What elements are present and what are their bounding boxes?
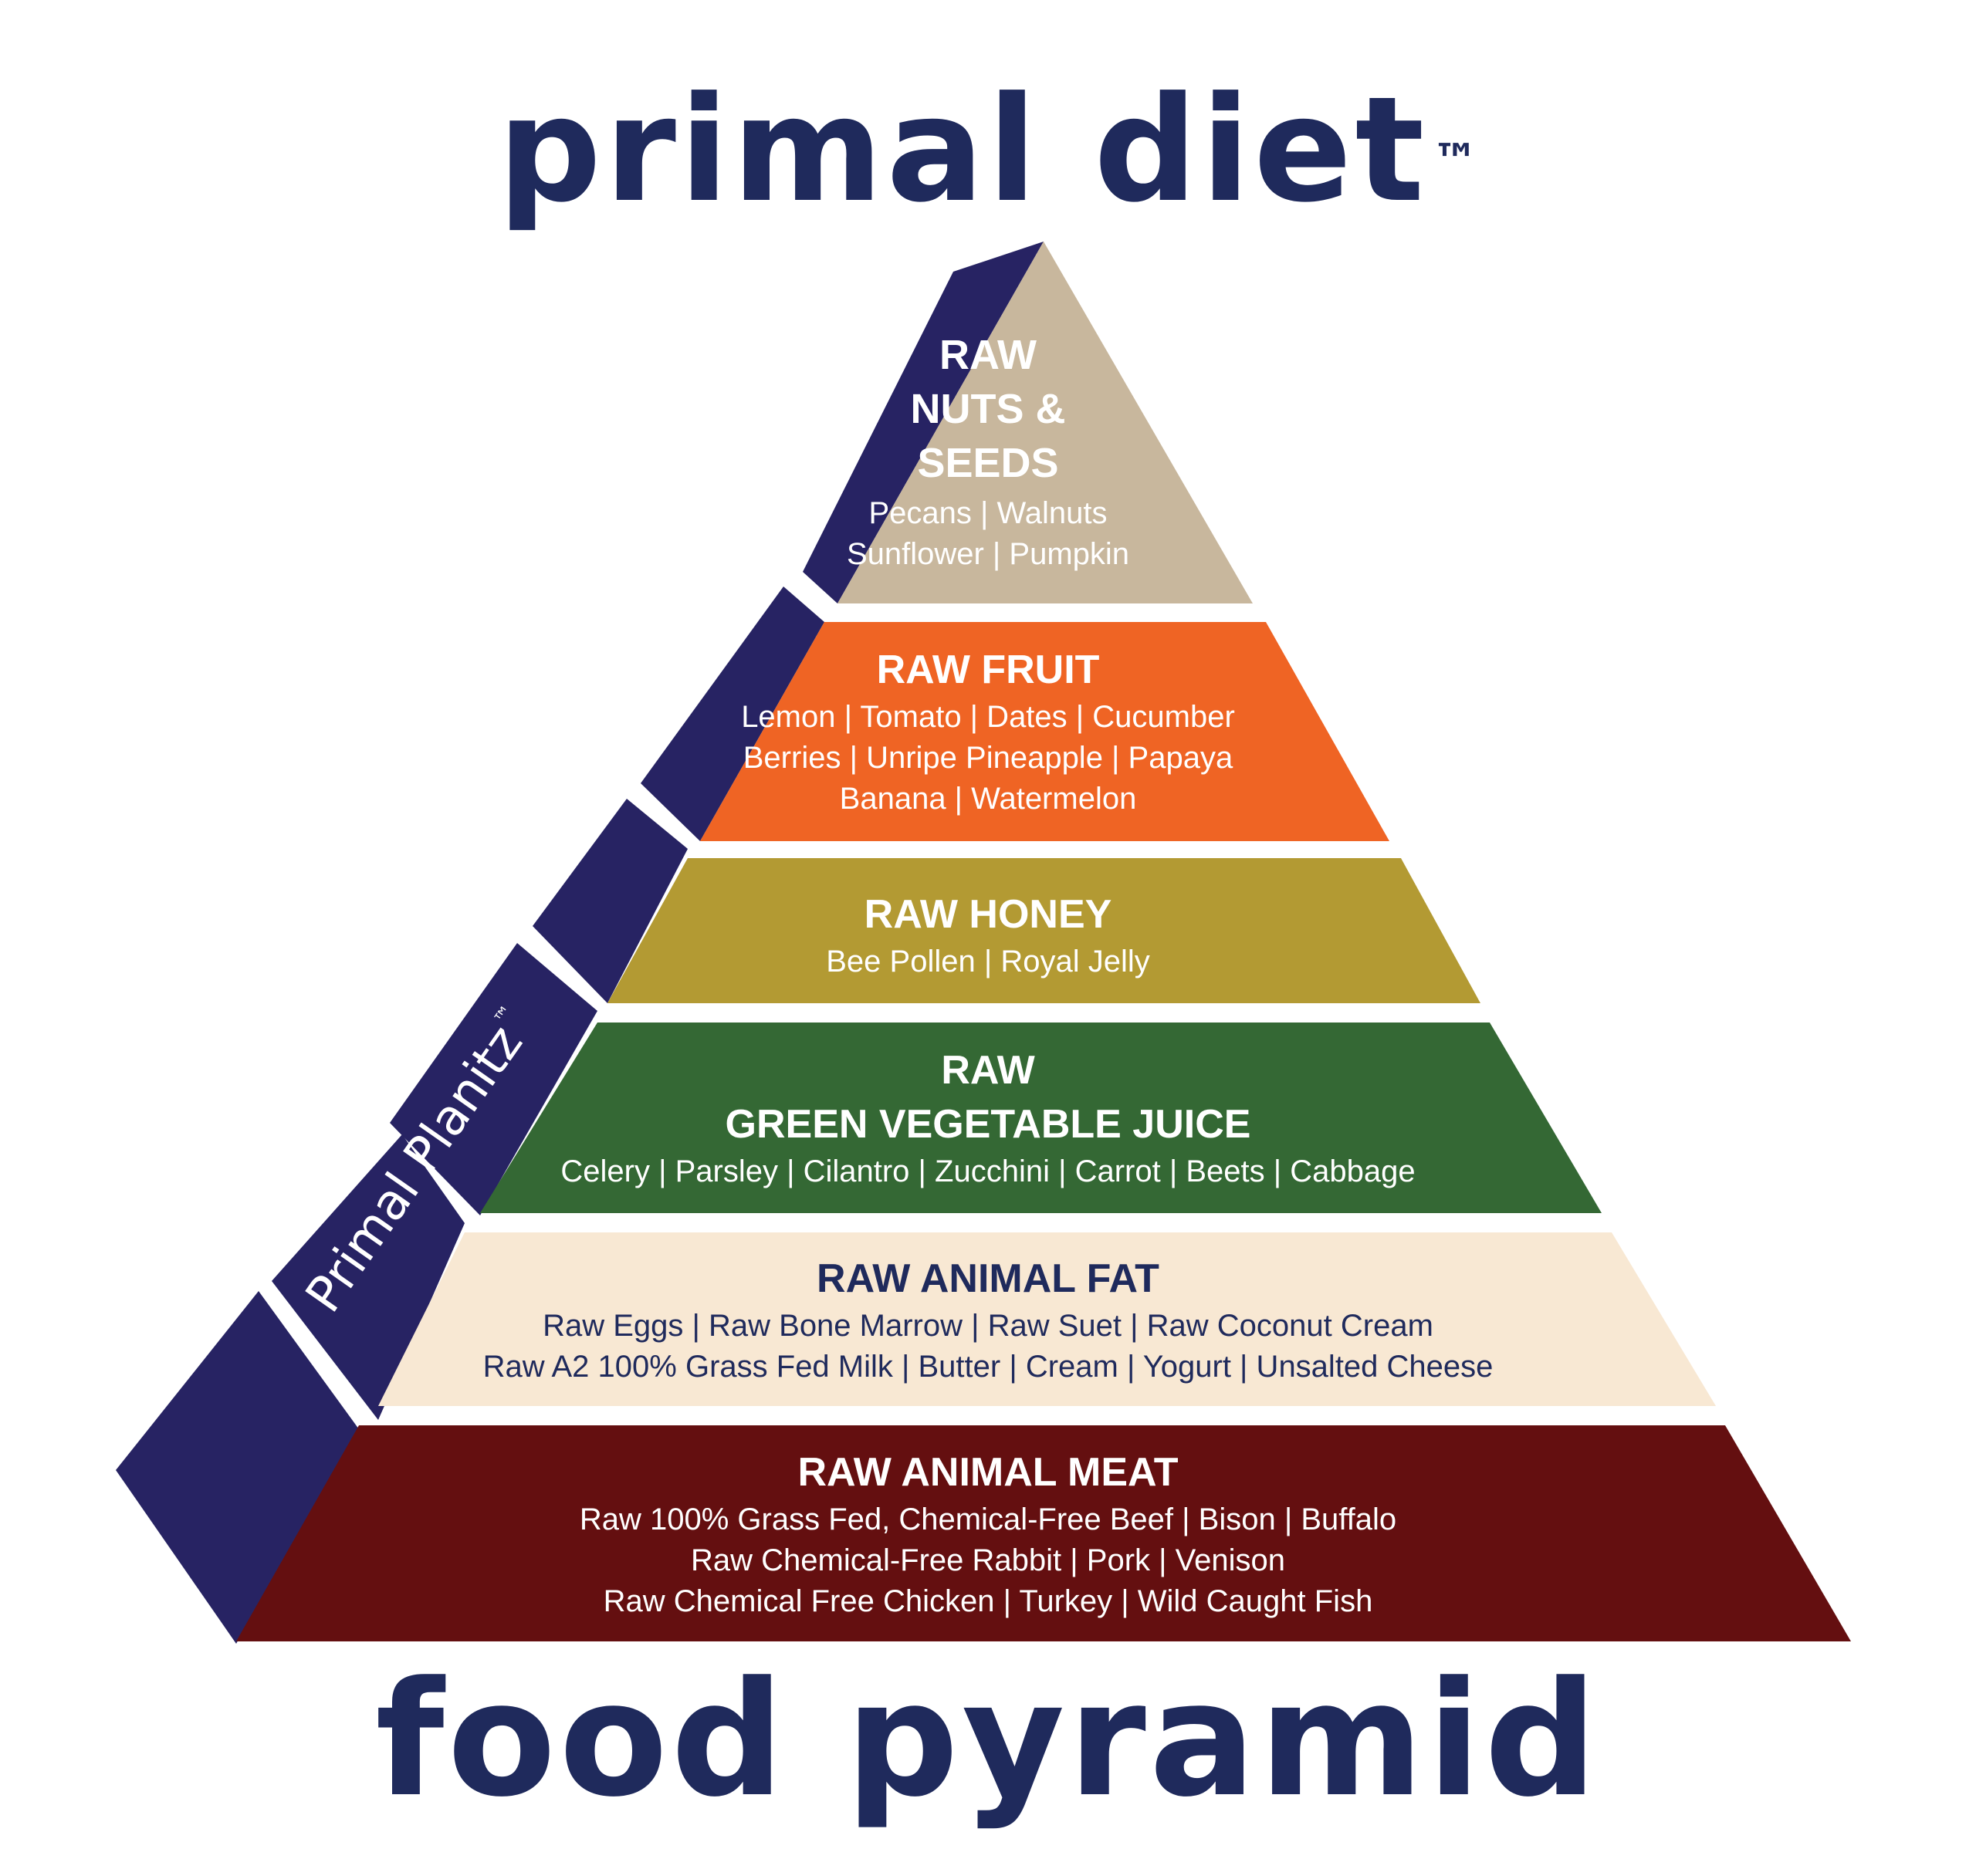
tier-item-line: Bee Pollen | Royal Jelly bbox=[826, 945, 1150, 979]
tier-heading-line: RAW ANIMAL MEAT bbox=[797, 1450, 1179, 1495]
footer-title: food pyramid bbox=[375, 1648, 1601, 1832]
tier-item-line: Pecans | Walnuts bbox=[868, 496, 1108, 530]
tier-animal-meat bbox=[236, 1425, 1851, 1641]
tier-item-line: Raw Chemical-Free Rabbit | Pork | Veniso… bbox=[691, 1543, 1285, 1577]
tier-green-juice bbox=[480, 1023, 1602, 1213]
tier-heading-line: RAW HONEY bbox=[864, 892, 1112, 937]
tier-item-line: Berries | Unripe Pineapple | Papaya bbox=[743, 741, 1233, 775]
tier-heading-line: RAW bbox=[939, 332, 1037, 378]
band-segment-4 bbox=[390, 943, 597, 1215]
tier-item-line: Lemon | Tomato | Dates | Cucumber bbox=[741, 700, 1235, 734]
tier-animal-fat-text: RAW ANIMAL FAT Raw Eggs | Raw Bone Marro… bbox=[0, 1252, 1976, 1388]
tier-item-line: Banana | Watermelon bbox=[839, 782, 1137, 816]
band-segment-3 bbox=[533, 799, 688, 1003]
tier-item-line: Raw A2 100% Grass Fed Milk | Butter | Cr… bbox=[482, 1350, 1494, 1384]
band-segment-1 bbox=[803, 242, 1044, 603]
tier-item-line: Sunflower | Pumpkin bbox=[846, 537, 1130, 571]
band-segment-6 bbox=[116, 1291, 359, 1644]
tier-green-juice-text: RAW GREEN VEGETABLE JUICE Celery | Parsl… bbox=[0, 1043, 1976, 1192]
tier-heading-line: SEEDS bbox=[917, 440, 1059, 486]
tier-honey-text: RAW HONEY Bee Pollen | Royal Jelly bbox=[0, 887, 1976, 982]
tier-nuts-seeds-text: RAW NUTS & SEEDS Pecans | Walnuts Sunflo… bbox=[0, 328, 1976, 575]
tier-heading-line: RAW ANIMAL FAT bbox=[817, 1256, 1159, 1301]
tier-heading-line: NUTS & bbox=[910, 386, 1066, 432]
header-title-text: primal diet bbox=[497, 66, 1428, 235]
tier-heading-line: RAW FRUIT bbox=[876, 647, 1100, 692]
band-segment-2 bbox=[641, 586, 824, 841]
tier-item-line: Raw Eggs | Raw Bone Marrow | Raw Suet | … bbox=[543, 1309, 1433, 1343]
tier-item-line: Raw 100% Grass Fed, Chemical-Free Beef |… bbox=[579, 1502, 1397, 1536]
tier-nuts-seeds bbox=[837, 242, 1253, 603]
tier-fruit-text: RAW FRUIT Lemon | Tomato | Dates | Cucum… bbox=[0, 643, 1976, 820]
tier-animal-fat bbox=[378, 1232, 1716, 1406]
tier-fruit bbox=[700, 622, 1389, 841]
tier-animal-meat-text: RAW ANIMAL MEAT Raw 100% Grass Fed, Chem… bbox=[0, 1445, 1976, 1622]
tier-item-line: Raw Chemical Free Chicken | Turkey | Wil… bbox=[603, 1584, 1373, 1618]
tier-heading-line: GREEN VEGETABLE JUICE bbox=[725, 1102, 1251, 1147]
tier-heading-line: RAW bbox=[941, 1048, 1035, 1093]
trademark-symbol: ™ bbox=[1432, 134, 1479, 188]
tier-honey bbox=[607, 858, 1480, 1003]
band-segment-5 bbox=[272, 1134, 465, 1420]
tier-item-line: Celery | Parsley | Cilantro | Zucchini |… bbox=[560, 1154, 1416, 1188]
